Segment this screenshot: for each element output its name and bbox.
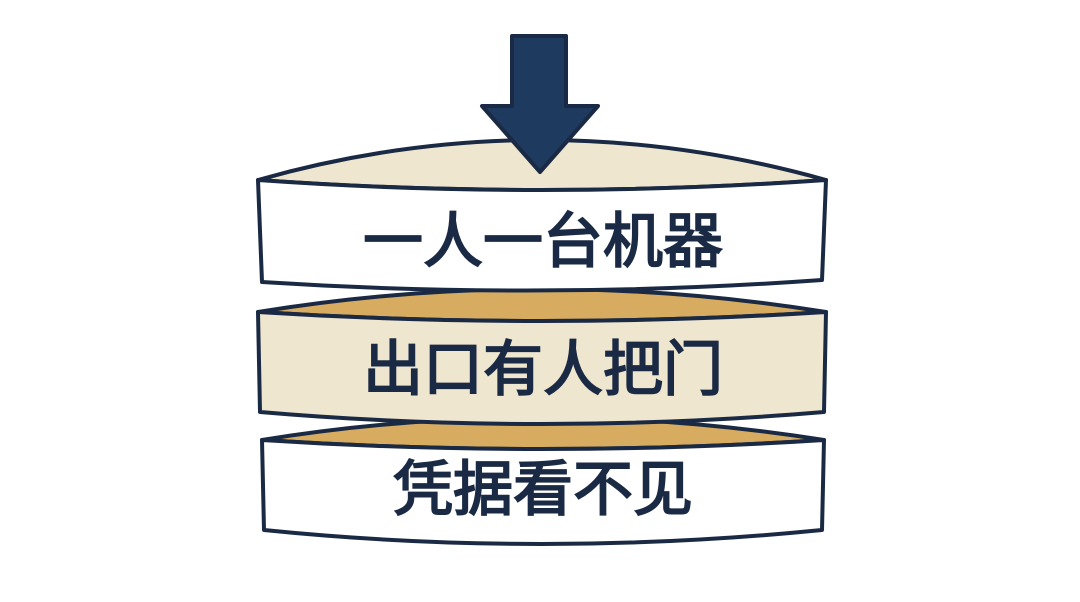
layer-one-machine-label: 一人一台机器 bbox=[363, 207, 724, 277]
layer-exit-gate: 出口有人把门 bbox=[256, 287, 828, 426]
layer-one-machine: 一人一台机器 bbox=[256, 138, 828, 293]
layer-exit-gate-face bbox=[256, 310, 828, 426]
down-arrow-icon bbox=[480, 34, 600, 174]
layer-one-machine-face bbox=[256, 178, 828, 293]
layer-credentials: 凭据看不见 bbox=[260, 415, 826, 546]
layer-exit-gate-label: 出口有人把门 bbox=[363, 335, 723, 405]
layer-credentials-face bbox=[260, 438, 826, 546]
layer-credentials-label: 凭据看不见 bbox=[393, 455, 693, 525]
